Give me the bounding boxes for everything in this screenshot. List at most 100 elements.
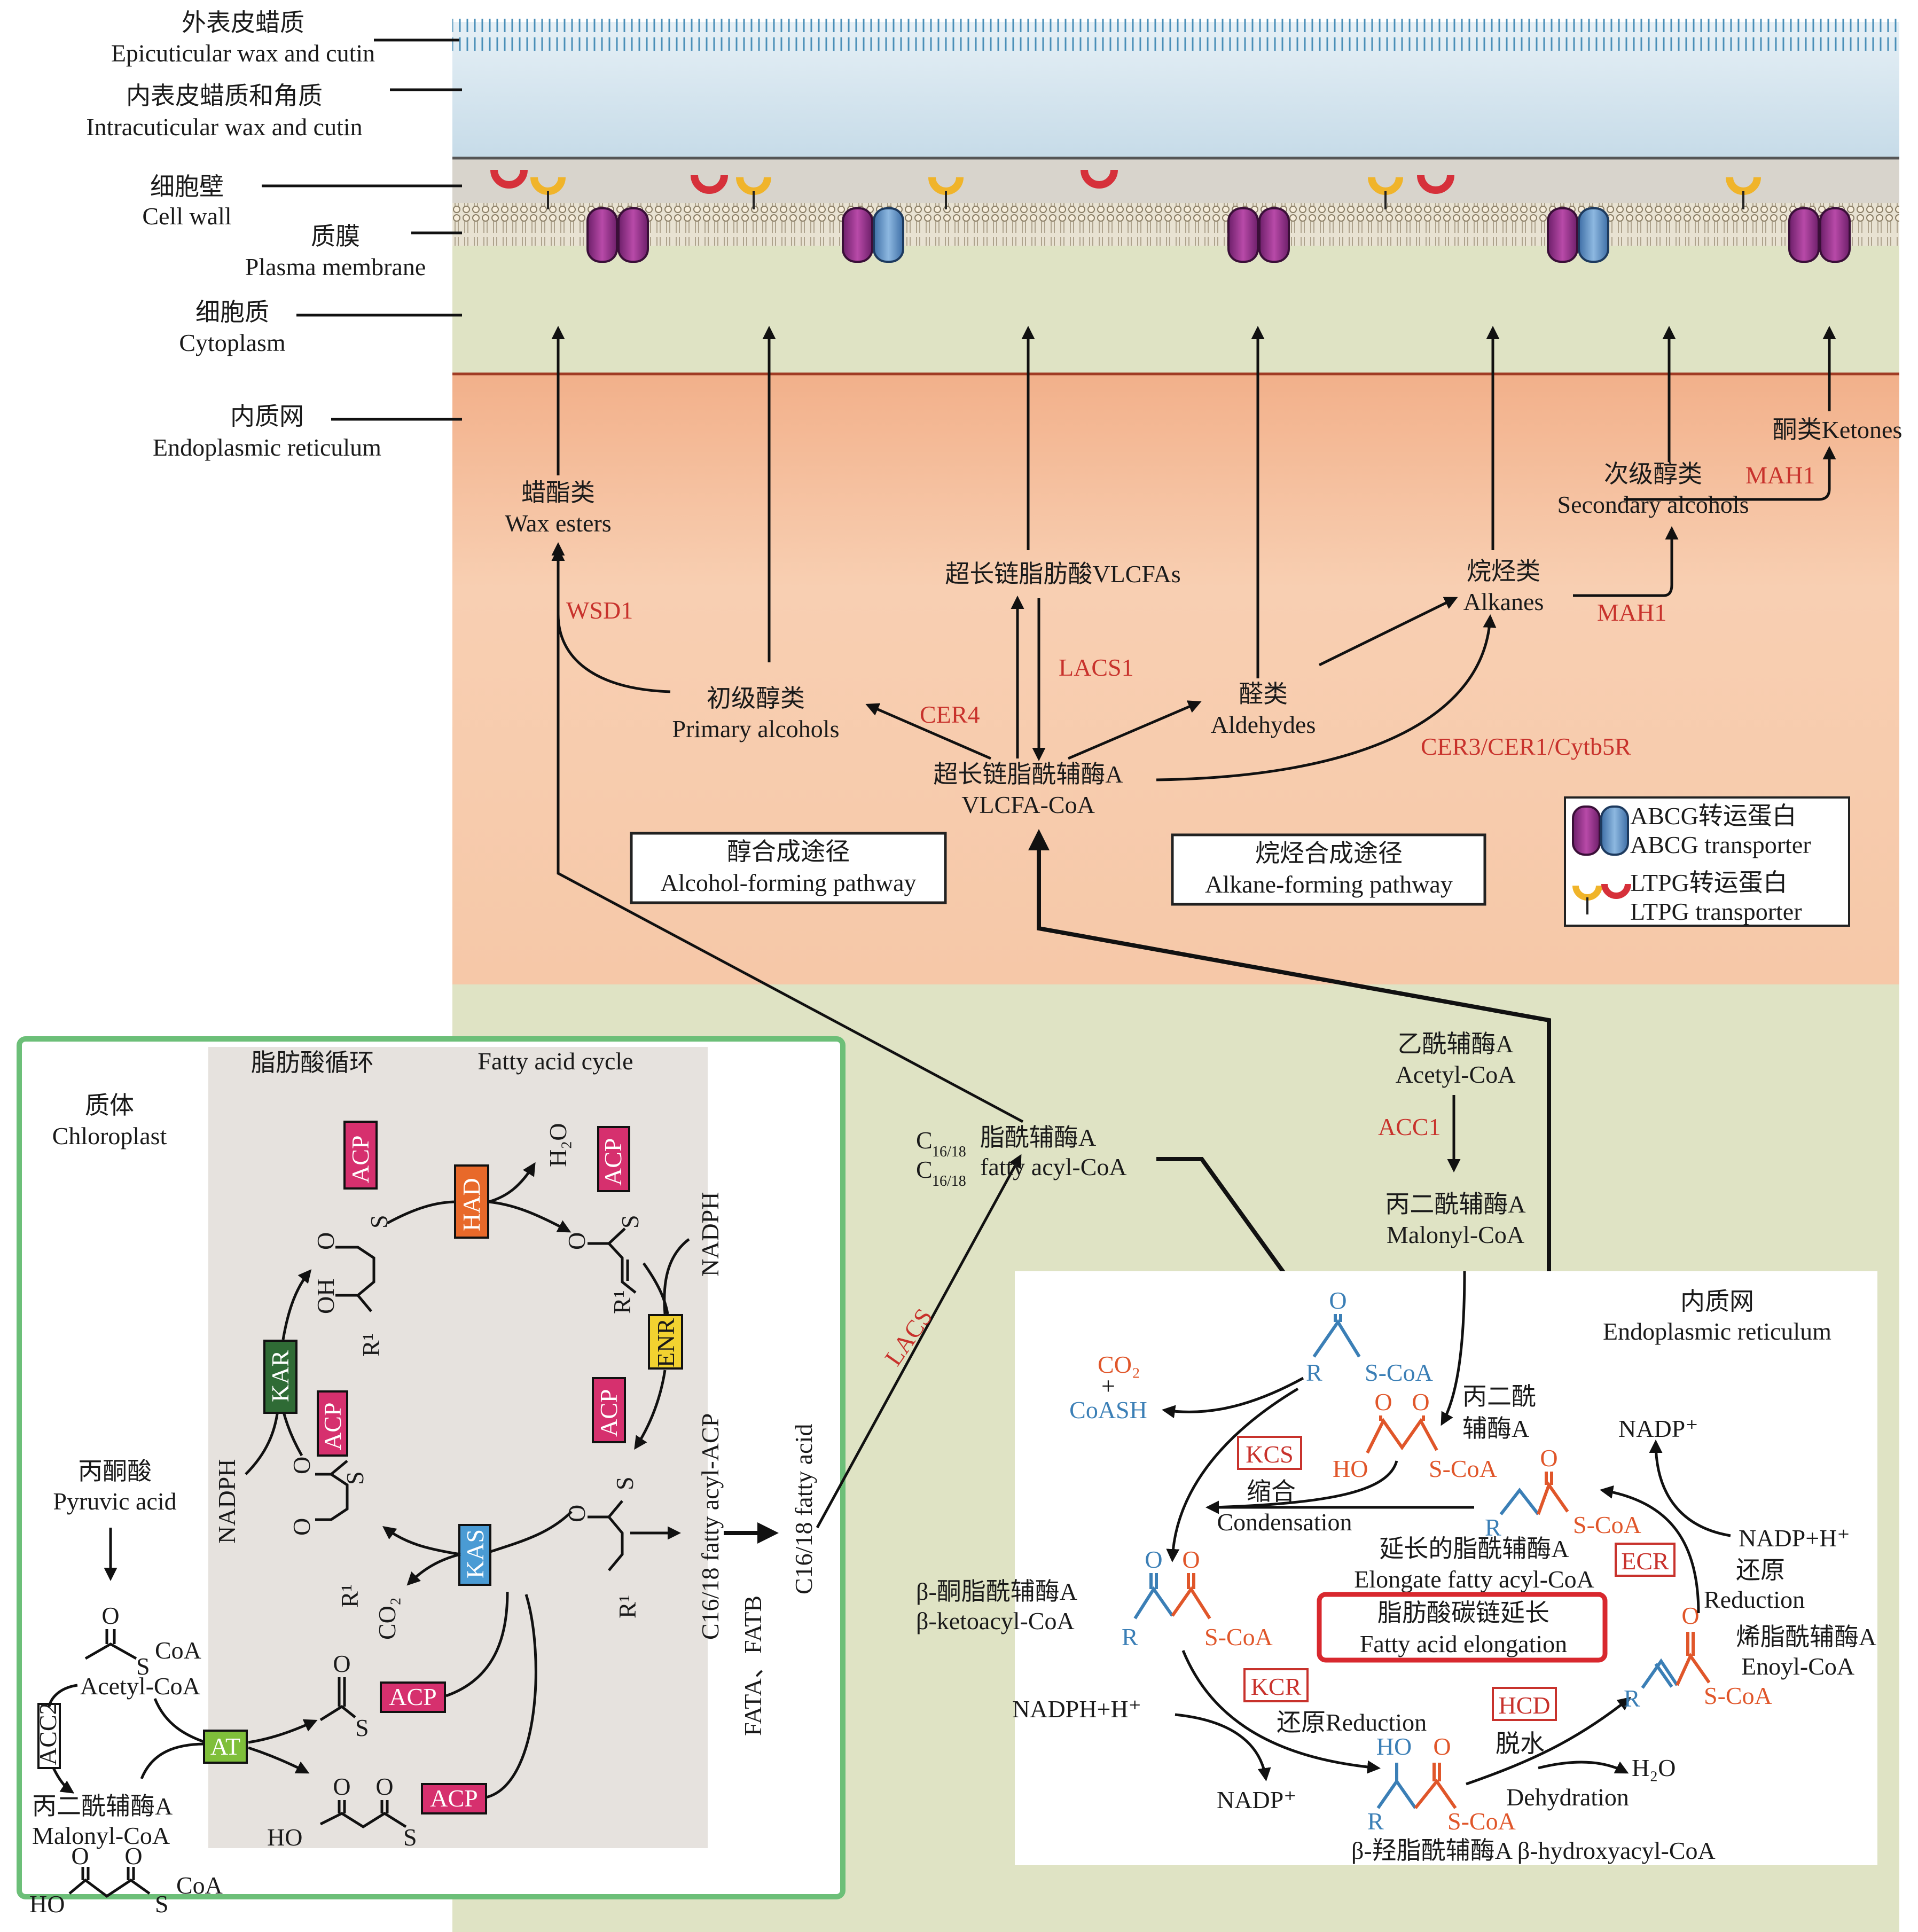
svg-text:内表皮蜡质和角质: 内表皮蜡质和角质 — [126, 82, 323, 109]
enzyme-cer3-cer1-cytb5r: CER3/CER1/Cytb5R — [1421, 733, 1631, 760]
svg-text:S: S — [341, 1471, 369, 1485]
svg-text:质膜: 质膜 — [311, 223, 360, 250]
svg-text:β-ketoacyl-CoA: β-ketoacyl-CoA — [916, 1607, 1075, 1634]
svg-text:缩合: 缩合 — [1247, 1478, 1296, 1505]
svg-text:O: O — [1329, 1287, 1346, 1314]
export-arrows — [551, 326, 1836, 678]
svg-text:Primary alcohols: Primary alcohols — [672, 715, 840, 742]
legend-ltpg-icon — [1572, 883, 1631, 914]
abcg-transporter — [1788, 207, 1851, 263]
svg-text:延长的脂酰辅酶A: 延长的脂酰辅酶A — [1379, 1535, 1569, 1562]
svg-text:Dehydration: Dehydration — [1506, 1784, 1629, 1811]
acp-protein: ACP — [421, 1783, 487, 1814]
svg-text:外表皮蜡质: 外表皮蜡质 — [182, 9, 304, 36]
acp-protein: ACP — [597, 1126, 630, 1192]
abcg-transporter — [586, 207, 649, 263]
svg-text:ACP: ACP — [347, 1136, 374, 1183]
svg-text:Alkane-forming pathway: Alkane-forming pathway — [1205, 871, 1453, 898]
svg-text:Cell wall: Cell wall — [142, 202, 231, 230]
svg-text:KAR: KAR — [267, 1350, 294, 1402]
layer-label-cell-wall: 细胞壁 Cell wall — [142, 173, 462, 230]
membrane-transporters — [490, 169, 1851, 263]
enzyme-kcr: KCR — [1243, 1668, 1309, 1702]
svg-text:H₂O: H₂O — [1632, 1754, 1676, 1781]
svg-text:O: O — [288, 1518, 315, 1536]
svg-text:Alkanes: Alkanes — [1463, 588, 1544, 615]
svg-text:Malonyl-CoA: Malonyl-CoA — [32, 1822, 170, 1849]
legend: ABCG转运蛋白 ABCG transporter LTPG转运蛋白 LTPG … — [1564, 796, 1850, 927]
node-aldehydes: 醛类 Aldehydes — [1211, 680, 1316, 738]
svg-text:NADPH: NADPH — [696, 1192, 724, 1277]
svg-text:NADP⁺: NADP⁺ — [1618, 1415, 1698, 1442]
svg-text:KAS: KAS — [461, 1529, 489, 1578]
svg-text:R¹: R¹ — [336, 1584, 363, 1608]
svg-text:Secondary alcohols: Secondary alcohols — [1557, 491, 1749, 518]
svg-text:Intracuticular wax and cutin: Intracuticular wax and cutin — [86, 113, 362, 140]
svg-text:脂酰辅酶A: 脂酰辅酶A — [980, 1124, 1096, 1151]
node-secondary-alcohols: 次级醇类 Secondary alcohols — [1557, 460, 1749, 518]
svg-text:S: S — [403, 1824, 417, 1851]
svg-text:LTPG转运蛋白: LTPG转运蛋白 — [1630, 869, 1788, 896]
layer-label-epicuticular: 外表皮蜡质 Epicuticular wax and cutin — [111, 9, 459, 67]
svg-text:S: S — [611, 1476, 638, 1490]
svg-text:+: + — [1101, 1372, 1115, 1399]
acp-protein: ACP — [380, 1681, 446, 1713]
svg-text:ACP: ACP — [599, 1138, 627, 1186]
svg-text:脱水: 脱水 — [1496, 1730, 1545, 1757]
svg-text:R¹: R¹ — [614, 1595, 641, 1618]
svg-text:VLCFA-CoA: VLCFA-CoA — [961, 791, 1095, 818]
svg-text:O: O — [1433, 1733, 1451, 1760]
had-enzyme: HAD — [454, 1164, 489, 1239]
svg-text:HCD: HCD — [1498, 1692, 1550, 1719]
acp-protein: ACP — [317, 1390, 348, 1457]
cell-wall-layer — [452, 158, 1899, 204]
svg-text:C: C — [916, 1156, 933, 1183]
svg-text:CO₂: CO₂ — [373, 1597, 401, 1640]
svg-text:ABCG转运蛋白: ABCG转运蛋白 — [1630, 802, 1797, 830]
svg-text:Cytoplasm: Cytoplasm — [179, 329, 286, 356]
enzyme-mah1: MAH1 — [1745, 462, 1815, 489]
ltpg-yellow — [928, 177, 964, 209]
svg-text:NADPH+H⁺: NADPH+H⁺ — [1012, 1695, 1141, 1723]
c1618-fatty-acyl-coa: C 16/18 脂酰辅酶A C 16/18 fatty acyl-CoA — [916, 1124, 1127, 1190]
cycle-title-zh: 脂肪酸循环 — [251, 1049, 374, 1076]
svg-text:细胞壁: 细胞壁 — [150, 173, 224, 200]
acc2-enzyme: ACC2 — [34, 1702, 61, 1769]
ltpg-yellow — [1726, 177, 1761, 209]
svg-text:HO: HO — [267, 1824, 302, 1851]
svg-text:O: O — [375, 1773, 393, 1800]
svg-text:ACP: ACP — [319, 1403, 346, 1450]
kas-enzyme: KAS — [458, 1524, 491, 1586]
svg-text:NADP⁺: NADP⁺ — [1217, 1786, 1297, 1813]
svg-text:蜡酯类: 蜡酯类 — [521, 479, 595, 506]
svg-text:S-CoA: S-CoA — [1704, 1682, 1772, 1709]
node-primary-alcohols: 初级醇类 Primary alcohols — [672, 685, 840, 742]
node-vlcfa-coa: 超长链脂酰辅酶A VLCFA-CoA — [933, 761, 1123, 818]
svg-text:Acetyl-CoA: Acetyl-CoA — [1396, 1061, 1516, 1088]
chloroplast-title-en: Chloroplast — [52, 1122, 167, 1149]
svg-text:Endoplasmic reticulum: Endoplasmic reticulum — [1603, 1318, 1831, 1345]
epicuticular-wax-crystals — [452, 19, 1899, 51]
svg-text:Endoplasmic reticulum: Endoplasmic reticulum — [153, 434, 381, 461]
layer-label-er: 内质网 Endoplasmic reticulum — [153, 403, 462, 461]
svg-text:HO: HO — [29, 1890, 65, 1918]
svg-text:S: S — [136, 1653, 150, 1680]
fata-fatb-label: FATA、FATB — [739, 1595, 766, 1736]
svg-text:烷烃类: 烷烃类 — [1467, 558, 1540, 585]
svg-text:C16/18 fatty acid: C16/18 fatty acid — [790, 1424, 817, 1594]
svg-text:O: O — [1681, 1602, 1699, 1629]
svg-text:乙酰辅酶A: 乙酰辅酶A — [1397, 1030, 1513, 1058]
svg-text:O: O — [563, 1505, 590, 1522]
svg-text:CO₂: CO₂ — [1098, 1351, 1140, 1378]
ltpg-red — [490, 169, 528, 189]
svg-text:H₂O: H₂O — [544, 1123, 572, 1167]
svg-text:O: O — [1540, 1444, 1557, 1472]
svg-text:Epicuticular wax and cutin: Epicuticular wax and cutin — [111, 40, 375, 67]
svg-text:细胞质: 细胞质 — [195, 299, 269, 326]
svg-text:ACP: ACP — [595, 1389, 622, 1437]
svg-text:Fatty acid elongation: Fatty acid elongation — [1360, 1630, 1567, 1657]
svg-text:R¹: R¹ — [357, 1333, 385, 1357]
kar-enzyme: KAR — [263, 1340, 298, 1414]
svg-text:R¹: R¹ — [608, 1290, 636, 1314]
